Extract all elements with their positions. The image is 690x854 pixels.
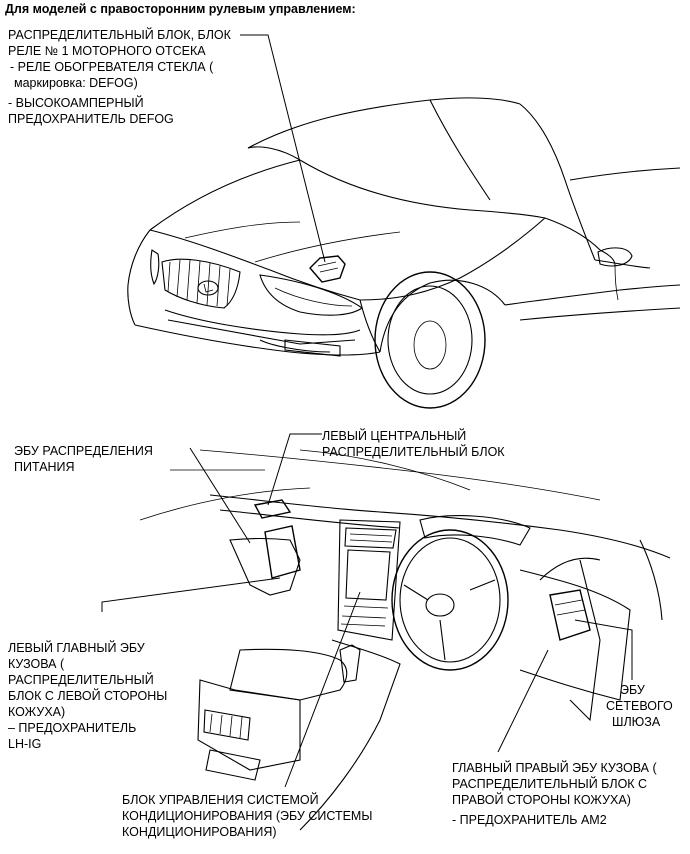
label-left-center-junction-block: ЛЕВЫЙ ЦЕНТРАЛЬНЫЙ РАСПРЕДЕЛИТЕЛЬНЫЙ БЛОК [322, 428, 505, 460]
label-line: ГЛАВНЫЙ ПРАВЫЙ ЭБУ КУЗОВА ( [452, 761, 657, 775]
label-line: СЕТЕВОГО [606, 699, 673, 713]
label-line: – ПРЕДОХРАНИТЕЛЬ [8, 721, 137, 735]
label-line: БЛОК УПРАВЛЕНИЯ СИСТЕМОЙ [122, 793, 319, 807]
label-line: РАСПРЕДЕЛИТЕЛЬНЫЙ БЛОК [322, 445, 505, 459]
car-exterior-illustration [127, 97, 681, 409]
label-network-gateway-ecu: ЭБУ СЕТЕВОГО ШЛЮЗА [606, 682, 673, 730]
label-engine-junction-block: РАСПРЕДЕЛИТЕЛЬНЫЙ БЛОК, БЛОК РЕЛЕ № 1 МО… [8, 27, 231, 127]
label-line: ЭБУ РАСПРЕДЕЛЕНИЯ [14, 444, 153, 458]
label-line: ПРЕДОХРАНИТЕЛЬ DEFOG [8, 112, 174, 126]
label-line: РАСПРЕДЕЛИТЕЛЬНЫЙ [8, 673, 154, 687]
label-line: ПРАВОЙ СТОРОНЫ КОЖУХА) [452, 793, 631, 807]
label-line: КОНДИЦИОНИРОВАНИЯ) [122, 825, 277, 839]
label-line: РЕЛЕ № 1 МОТОРНОГО ОТСЕКА [8, 44, 206, 58]
label-line: LH-IG [8, 737, 42, 751]
interior-illustration [139, 449, 671, 831]
leader-lines [101, 34, 633, 788]
label-power-distribution-ecu: ЭБУ РАСПРЕДЕЛЕНИЯ ПИТАНИЯ [14, 443, 153, 475]
label-line: КОНДИЦИОНИРОВАНИЯ (ЭБУ СИСТЕМЫ [122, 809, 373, 823]
label-line: КОЖУХА) [8, 705, 66, 719]
label-line: ЛЕВЫЙ ЦЕНТРАЛЬНЫЙ [322, 429, 467, 443]
label-line: КУЗОВА ( [8, 657, 65, 671]
label-line: РАСПРЕДЕЛИТЕЛЬНЫЙ БЛОК С [452, 777, 648, 791]
label-line: ПИТАНИЯ [14, 460, 75, 474]
label-line: - РЕЛЕ ОБОГРЕВАТЕЛЯ СТЕКЛА ( [10, 60, 214, 74]
label-line: ШЛЮЗА [612, 715, 661, 729]
label-right-main-body-ecu: ГЛАВНЫЙ ПРАВЫЙ ЭБУ КУЗОВА ( РАСПРЕДЕЛИТЕ… [452, 760, 657, 828]
label-ac-amplifier: БЛОК УПРАВЛЕНИЯ СИСТЕМОЙ КОНДИЦИОНИРОВАН… [122, 792, 372, 840]
label-left-main-body-ecu: ЛЕВЫЙ ГЛАВНЫЙ ЭБУ КУЗОВА ( РАСПРЕДЕЛИТЕЛ… [8, 640, 167, 752]
label-line: маркировка: DEFOG) [14, 76, 138, 90]
label-line: БЛОК С ЛЕВОЙ СТОРОНЫ [8, 689, 168, 703]
page-header: Для моделей с правосторонним рулевым упр… [5, 2, 356, 16]
label-line: ЛЕВЫЙ ГЛАВНЫЙ ЭБУ [8, 641, 145, 655]
label-line: - ПРЕДОХРАНИТЕЛЬ AM2 [452, 813, 607, 827]
label-line: - ВЫСОКОАМПЕРНЫЙ [8, 96, 144, 110]
label-line: РАСПРЕДЕЛИТЕЛЬНЫЙ БЛОК, БЛОК [8, 28, 231, 42]
label-line: ЭБУ [620, 683, 645, 697]
